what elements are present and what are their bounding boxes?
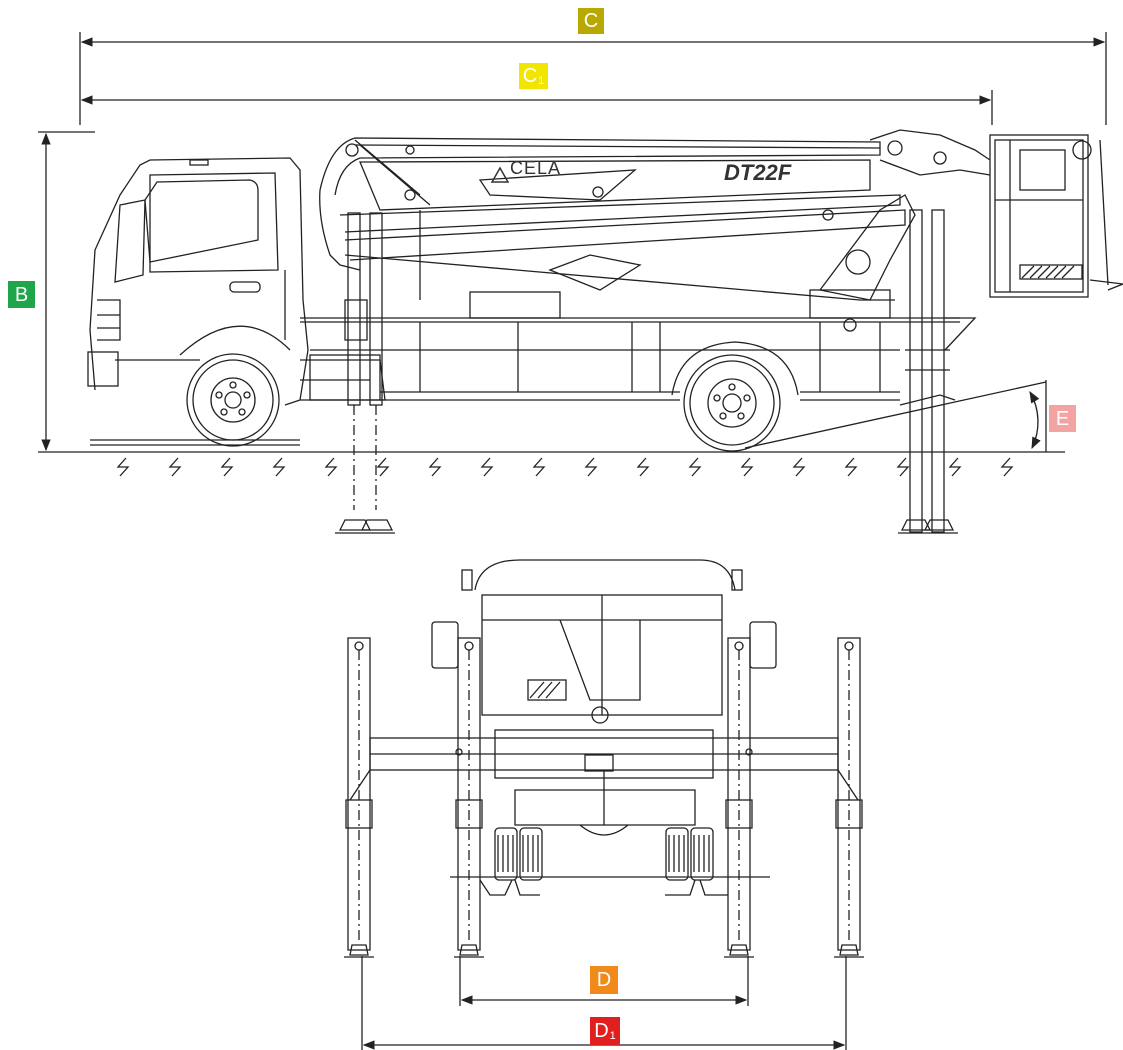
ground-hatch-mark: [116, 457, 130, 477]
dimension-letter: D: [596, 969, 612, 991]
aerial-boom: [319, 129, 991, 332]
model-lettering: DT22F: [724, 160, 792, 185]
ground-hatch-mark: [428, 457, 442, 477]
truck-chassis: [300, 289, 977, 401]
ground-hatches: [116, 457, 1014, 477]
dimension-letter: E: [1055, 407, 1070, 430]
ground-hatch-mark: [792, 457, 806, 477]
dimension-letter: B: [14, 283, 29, 306]
rear-view: [344, 559, 864, 958]
dim-e-line: [744, 381, 1047, 449]
ground-line: [80, 439, 1065, 453]
ground-hatch-mark: [272, 457, 286, 477]
ground-hatch-mark: [688, 457, 702, 477]
dimension-subscript: 1: [609, 1029, 616, 1042]
truck-cab: [87, 157, 386, 406]
front-wheel: [186, 353, 280, 447]
rear-wheel: [671, 341, 799, 452]
ground-hatch-mark: [532, 457, 546, 477]
ground-hatch-mark: [324, 457, 338, 477]
ground-hatch-mark: [1000, 457, 1014, 477]
dimension-label-b: B: [8, 281, 35, 308]
dimension-subscript: 1: [538, 74, 545, 87]
ground-hatch-mark: [636, 457, 650, 477]
platform-basket: [989, 134, 1123, 298]
ground-hatch-mark: [896, 457, 910, 477]
side-stabilizers-rear: [898, 209, 958, 534]
dimension-letter: C: [583, 10, 599, 32]
dimension-letter: C: [522, 65, 538, 87]
brand-logo-mark: [490, 166, 510, 183]
side-stabilizers-front: [309, 212, 395, 534]
ground-hatch-mark: [740, 457, 754, 477]
brand-lettering: CELA: [510, 158, 562, 178]
ground-hatch-mark: [480, 457, 494, 477]
dimension-label-e: E: [1049, 405, 1076, 432]
ground-hatch-mark: [220, 457, 234, 477]
dimension-label-d: D: [590, 966, 618, 994]
dimension-lines: [38, 32, 1107, 1050]
ground-hatch-mark: [584, 457, 598, 477]
ground-hatch-mark: [168, 457, 182, 477]
ground-hatch-mark: [948, 457, 962, 477]
ground-hatch-mark: [376, 457, 390, 477]
dimension-label-c: C: [578, 8, 604, 34]
dimension-letter: D: [594, 1020, 609, 1042]
ground-hatch-mark: [844, 457, 858, 477]
boom-lettering: [490, 166, 510, 183]
